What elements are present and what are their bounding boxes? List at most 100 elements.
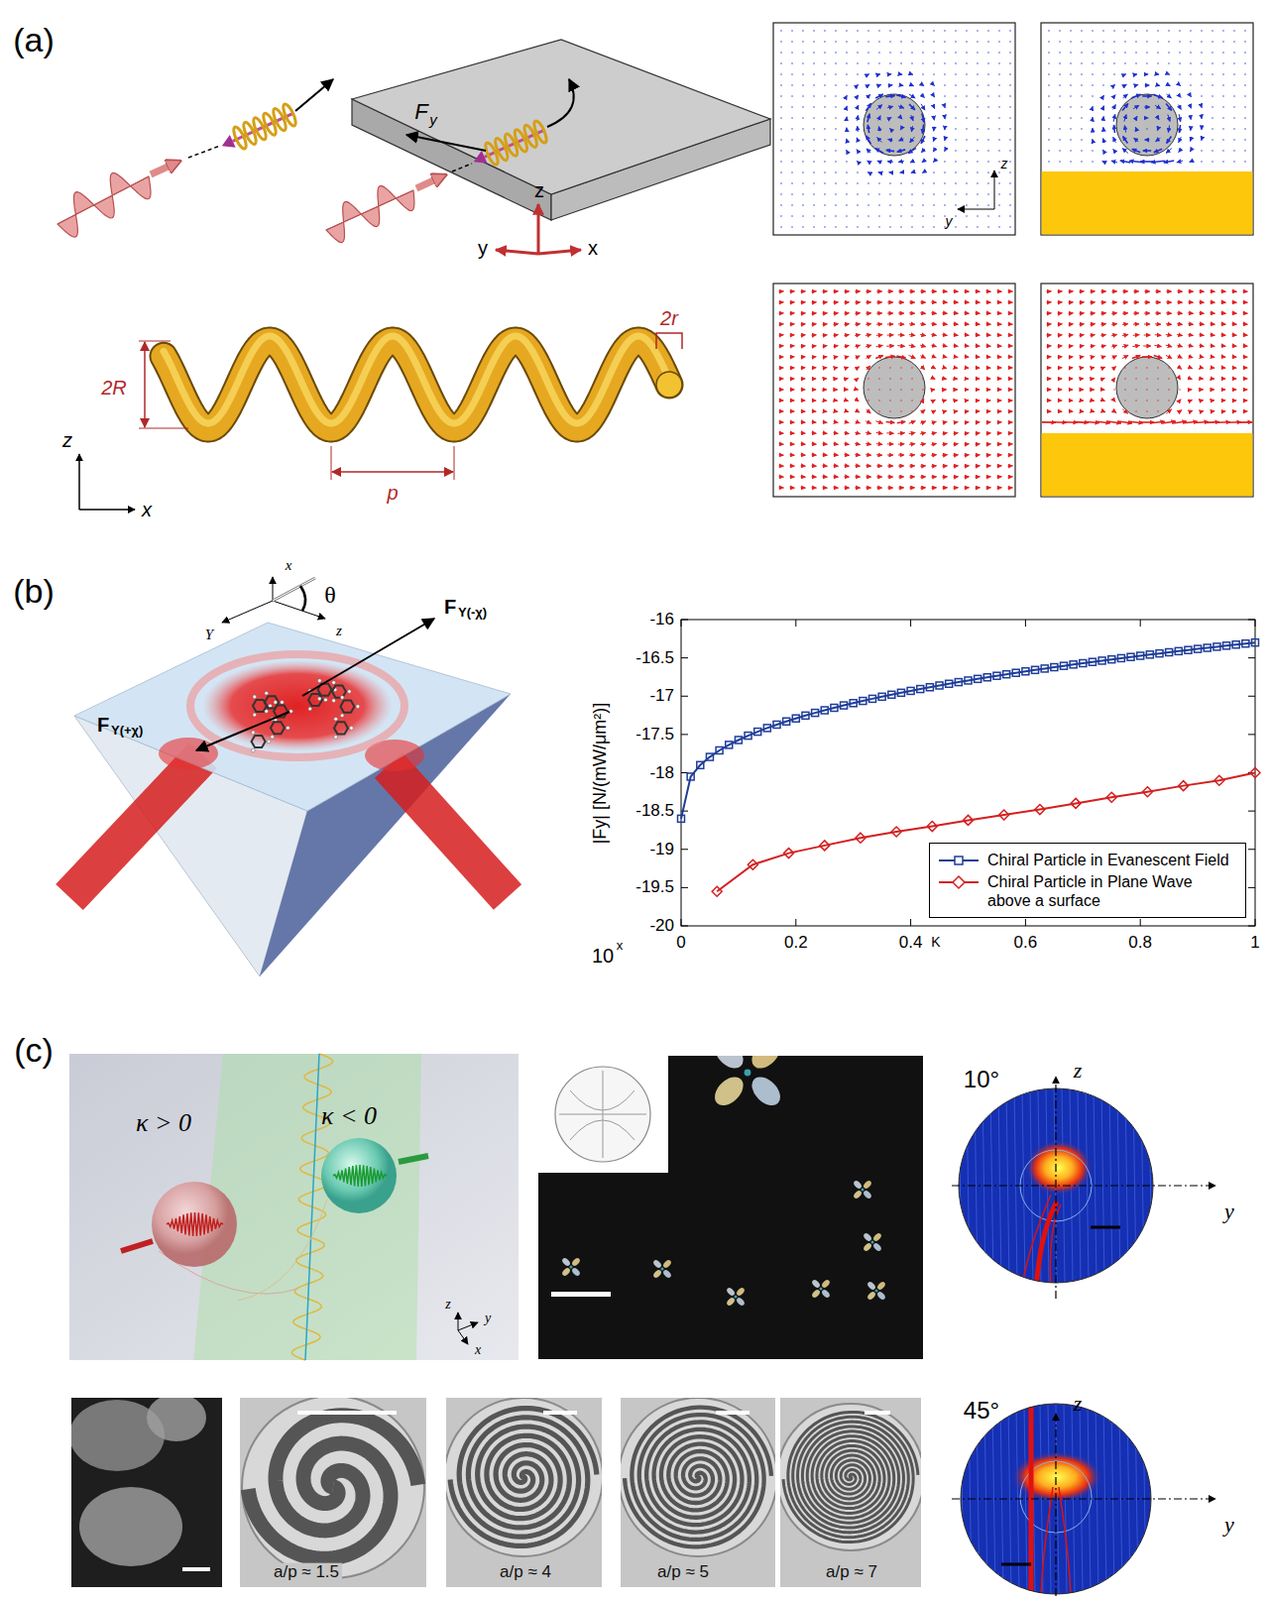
field-dot: [965, 204, 967, 206]
field-arrow: [997, 443, 1003, 445]
field-dot: [1124, 62, 1126, 64]
field-arrow: [997, 388, 1003, 390]
field-arrow: [801, 432, 807, 434]
field-arrow: [779, 443, 785, 445]
field-arrow: [1057, 334, 1063, 336]
atom: [334, 735, 339, 740]
birefringence-lobe: [866, 1290, 877, 1301]
field-arrow: [1112, 366, 1117, 370]
panel-b-art: [69, 576, 511, 977]
field-arrow: [1124, 73, 1127, 76]
field-arrow: [986, 454, 992, 456]
field-dot: [900, 377, 902, 379]
field-arrow: [908, 147, 917, 153]
field-arrow: [779, 388, 785, 390]
field-arrow: [920, 301, 925, 303]
field-arrow: [843, 443, 849, 446]
field-arrow: [1113, 105, 1117, 111]
field-arrow: [932, 126, 934, 132]
field-dot: [1135, 62, 1137, 64]
field-dot: [1146, 410, 1148, 412]
field-arrow: [790, 290, 796, 292]
field-dot: [812, 62, 814, 64]
data-marker: [715, 746, 723, 754]
field-dot: [976, 84, 978, 86]
field-arrow: [909, 312, 916, 314]
field-dot: [802, 149, 804, 151]
field-dot: [802, 62, 804, 64]
field-arrow: [975, 366, 980, 368]
data-marker: [1040, 665, 1048, 673]
field-dot: [812, 171, 814, 173]
field-dot: [1009, 116, 1011, 118]
field-dot: [791, 116, 793, 118]
field-arrow: [964, 366, 969, 368]
droplet: [780, 1403, 922, 1551]
field-dot: [867, 62, 869, 64]
field-arrow: [1210, 334, 1216, 337]
field-arrow: [779, 312, 785, 314]
field-arrow: [900, 127, 902, 130]
field-dot: [802, 95, 804, 97]
field-dot: [1211, 127, 1213, 129]
field-arrow: [844, 410, 849, 412]
field-arrow: [898, 334, 906, 336]
data-marker: [1069, 661, 1077, 669]
axis-multiplier: 10: [591, 944, 614, 967]
pink-arrow: [416, 177, 441, 189]
field-dot: [900, 226, 902, 228]
birefringence-lobe: [652, 1269, 663, 1279]
field-arrow: [1144, 313, 1151, 315]
field-arrow: [1221, 410, 1226, 412]
field-dot: [965, 116, 967, 118]
field-arrow: [1090, 399, 1095, 402]
field-arrow: [1091, 116, 1093, 119]
field-arrow: [1131, 94, 1141, 99]
field-arrow: [790, 410, 796, 412]
field-dot: [1009, 29, 1011, 31]
field-dot: [998, 215, 1000, 217]
field-dot: [1047, 106, 1049, 108]
field-dot: [1244, 149, 1246, 151]
field-dot: [1156, 40, 1158, 42]
tick-mark: [1248, 887, 1256, 889]
angle-label: 10°: [963, 1066, 1000, 1093]
dimension-bracket: [656, 333, 683, 349]
field-dot: [867, 204, 869, 206]
field-dot: [1211, 160, 1213, 162]
field-dot: [943, 160, 945, 162]
field-dot: [1222, 95, 1224, 97]
data-marker: [925, 684, 933, 692]
data-marker: [1250, 768, 1261, 779]
field-arrow: [1238, 421, 1253, 424]
field-arrow: [1189, 160, 1192, 162]
data-marker: [678, 814, 686, 822]
field-dot: [976, 29, 978, 31]
field-arrow: [909, 104, 916, 111]
field-arrow: [811, 312, 817, 314]
field-dot: [856, 215, 858, 217]
field-arrow: [920, 454, 926, 457]
field-dot: [1047, 160, 1049, 162]
data-marker: [783, 717, 791, 725]
birefringence-lobe: [735, 1286, 746, 1297]
field-dot: [965, 84, 967, 86]
field-dot: [1047, 29, 1049, 31]
field-dot: [1244, 116, 1246, 118]
tick-mark: [681, 695, 689, 697]
field-arrow: [1078, 312, 1084, 314]
field-dot: [987, 116, 989, 118]
field-arrow: [1008, 366, 1014, 368]
field-arrow: [1200, 138, 1202, 141]
tick-mark: [1140, 619, 1142, 627]
field-dot: [845, 51, 847, 53]
field-arrow: [1199, 334, 1205, 337]
field-arrow: [1008, 486, 1014, 488]
field-dot: [780, 95, 782, 97]
slab-top: [351, 39, 771, 195]
tick-label: -18.5: [635, 802, 675, 821]
field-dot: [1047, 116, 1049, 118]
field-dot: [1080, 149, 1082, 151]
field-arrow: [1200, 116, 1202, 119]
field-arrow: [1090, 388, 1094, 390]
